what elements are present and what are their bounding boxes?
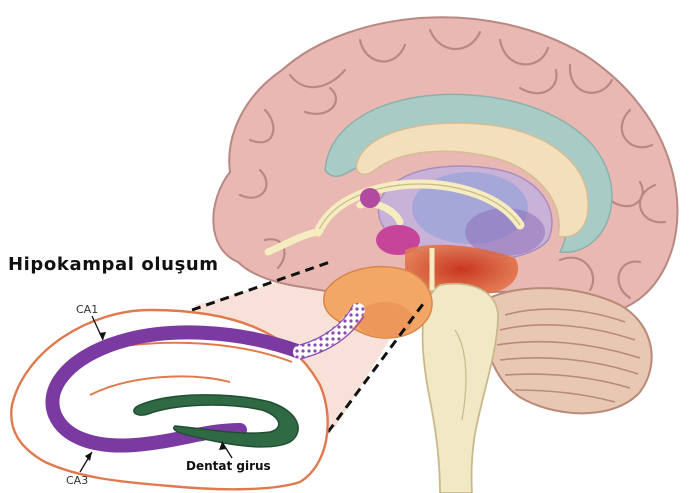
ca1-label: CA1 [76, 303, 98, 316]
septal-nucleus [360, 188, 380, 208]
figure-title: Hipokampal oluşum [8, 254, 219, 275]
brainstem [423, 284, 498, 493]
hippocampus-head [357, 302, 413, 338]
dentate-gyrus-label: Dentat girus [186, 459, 271, 473]
ca3-label: CA3 [66, 474, 88, 487]
